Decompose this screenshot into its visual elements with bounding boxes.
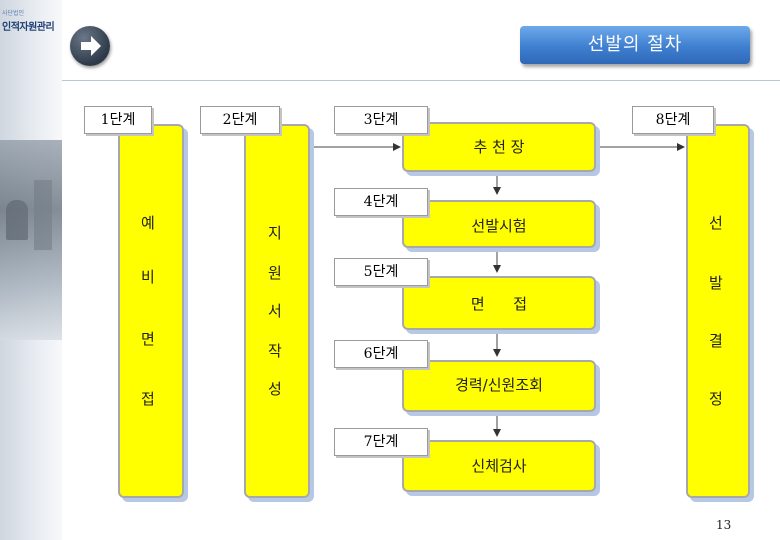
step2-label: 2단계 — [200, 106, 280, 134]
step3-text: 추 천 장 — [473, 138, 525, 156]
logo: 사단법인 인적자원관리 — [2, 8, 62, 42]
logo-subtitle: 사단법인 — [2, 10, 25, 17]
background-photo — [0, 140, 62, 340]
next-arrow-button[interactable] — [70, 26, 110, 66]
step8-char-1: 선 — [709, 214, 723, 232]
step8-char-2: 발 — [709, 274, 723, 292]
step5-box: 면 접 — [402, 276, 596, 330]
step2-char-5: 성 — [268, 380, 282, 398]
step7-box: 신체검사 — [402, 440, 596, 492]
step3-box: 추 천 장 — [402, 122, 596, 172]
page-title: 선발의 절차 — [520, 26, 750, 64]
step2-char-3: 서 — [268, 302, 282, 320]
header-divider — [62, 80, 780, 81]
step2-char-2: 원 — [268, 264, 282, 282]
page-number: 13 — [716, 518, 732, 532]
step6-text: 경력/신원조회 — [455, 376, 543, 394]
step5-text: 면 접 — [470, 295, 528, 313]
step1-column — [118, 124, 184, 498]
arrow-right-icon — [81, 36, 101, 56]
step8-char-4: 정 — [709, 390, 723, 408]
left-decor-strip — [0, 0, 62, 540]
step1-char-1: 예 — [141, 214, 155, 232]
step6-label: 6단계 — [334, 340, 428, 368]
step8-label: 8단계 — [632, 106, 714, 134]
step3-label: 3단계 — [334, 106, 428, 134]
step5-label: 5단계 — [334, 258, 428, 286]
step1-char-3: 면 — [141, 330, 155, 348]
step4-label: 4단계 — [334, 188, 428, 216]
step6-box: 경력/신원조회 — [402, 360, 596, 412]
step1-char-2: 비 — [141, 268, 155, 286]
step7-label: 7단계 — [334, 428, 428, 456]
step7-text: 신체검사 — [471, 457, 527, 475]
step8-char-3: 결 — [709, 332, 723, 350]
step1-char-4: 접 — [141, 390, 155, 408]
step4-box: 선발시험 — [402, 200, 596, 248]
step4-text: 선발시험 — [471, 217, 527, 235]
step2-char-1: 지 — [268, 224, 282, 242]
step2-column — [244, 124, 310, 498]
step8-column — [686, 124, 750, 498]
step1-label: 1단계 — [84, 106, 152, 134]
step2-char-4: 작 — [268, 342, 282, 360]
logo-name: 인적자원관리 — [2, 22, 55, 33]
